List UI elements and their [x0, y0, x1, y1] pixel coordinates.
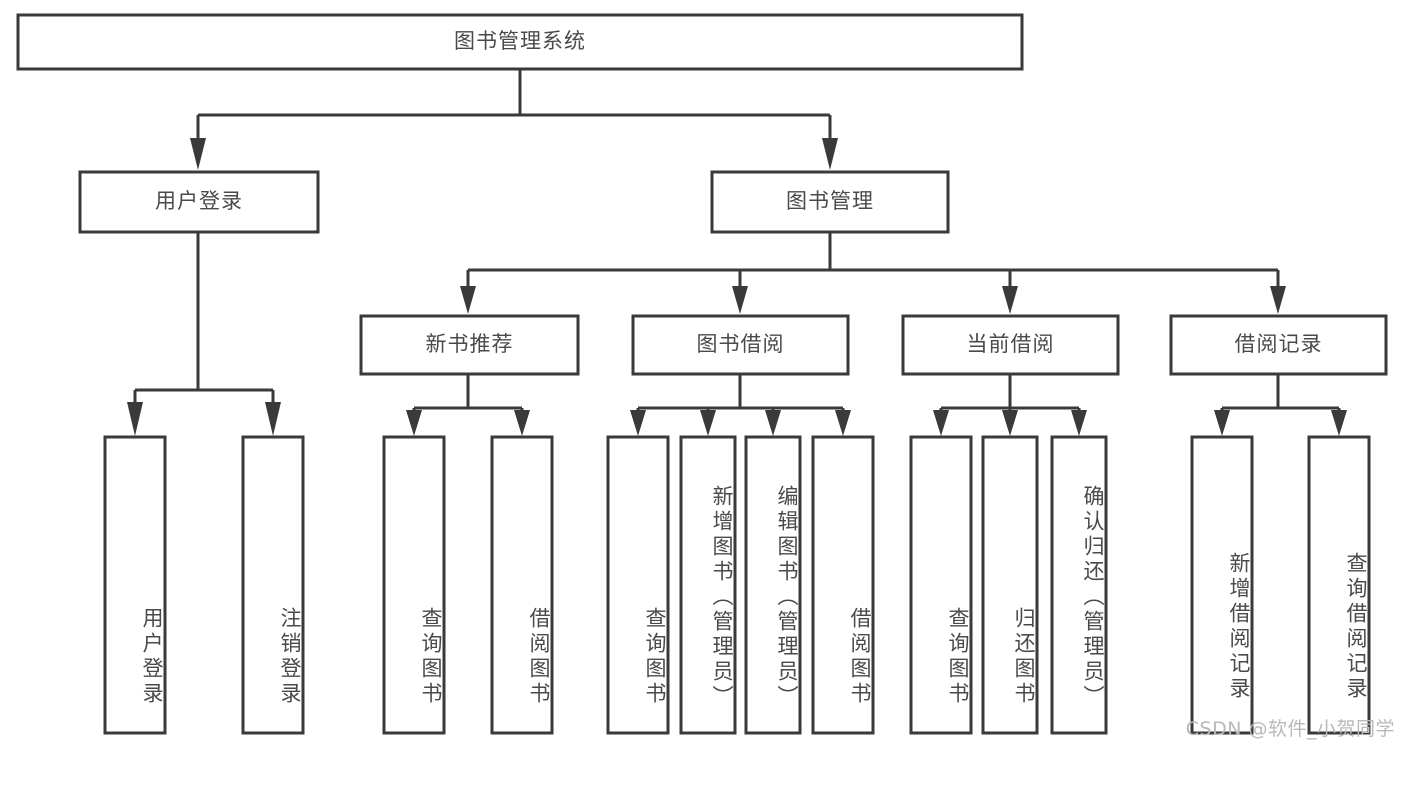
node-box-leaf-edit-book[interactable]: [744, 435, 802, 735]
node-box-leaf-query-record[interactable]: [1307, 435, 1371, 735]
node-box-leaf-add-record[interactable]: [1190, 435, 1254, 735]
arrow-head-leaf-add-record: [1214, 410, 1230, 436]
arrow-head-leaf-confirm-return: [1071, 410, 1087, 436]
arrow-head-leaf-logout: [265, 402, 281, 436]
diagram-svg: [16, 13, 1388, 735]
node-box-user-login[interactable]: [78, 170, 320, 234]
node-box-book-manage[interactable]: [710, 170, 950, 234]
node-box-leaf-confirm-return[interactable]: [1050, 435, 1108, 735]
node-box-current-borrow[interactable]: [901, 314, 1120, 376]
arrow-head-current-borrow: [1002, 286, 1018, 314]
node-box-new-book-rec[interactable]: [359, 314, 580, 376]
arrow-head-leaf-query-book-3: [933, 410, 949, 436]
node-box-leaf-add-book[interactable]: [679, 435, 737, 735]
arrow-head-user-login: [190, 138, 206, 170]
arrow-head-book-manage: [822, 138, 838, 170]
arrow-head-borrow-record: [1270, 286, 1286, 314]
node-box-book-borrow[interactable]: [631, 314, 850, 376]
arrow-head-leaf-user-login: [127, 402, 143, 436]
node-box-leaf-return-book[interactable]: [981, 435, 1039, 735]
arrow-head-book-borrow: [732, 286, 748, 314]
node-box-leaf-query-book-2[interactable]: [606, 435, 670, 735]
arrow-head-leaf-borrow-book-2: [835, 410, 851, 436]
arrow-head-leaf-query-record: [1331, 410, 1347, 436]
arrow-head-leaf-query-book-1: [406, 410, 422, 436]
arrow-head-leaf-edit-book: [765, 410, 781, 436]
node-box-leaf-query-book-3[interactable]: [909, 435, 973, 735]
arrow-head-leaf-add-book: [700, 410, 716, 436]
arrow-head-leaf-query-book-2: [630, 410, 646, 436]
arrow-head-leaf-borrow-book-1: [514, 410, 530, 436]
node-box-root[interactable]: [16, 13, 1024, 71]
arrow-head-leaf-return-book: [1002, 410, 1018, 436]
csdn-watermark: CSDN @软件_小贺同学: [1185, 718, 1395, 740]
node-box-leaf-borrow-book-2[interactable]: [811, 435, 875, 735]
node-box-leaf-logout[interactable]: [241, 435, 305, 735]
node-box-borrow-record[interactable]: [1169, 314, 1388, 376]
arrow-head-new-book-rec: [460, 286, 476, 314]
diagram-canvas: 图书管理系统 用户登录 图书管理 新书推荐 图书借阅 当前借阅 借阅记录 用户登…: [16, 13, 1395, 740]
node-box-leaf-user-login[interactable]: [103, 435, 167, 735]
node-box-leaf-borrow-book-1[interactable]: [490, 435, 554, 735]
node-box-leaf-query-book-1[interactable]: [382, 435, 446, 735]
